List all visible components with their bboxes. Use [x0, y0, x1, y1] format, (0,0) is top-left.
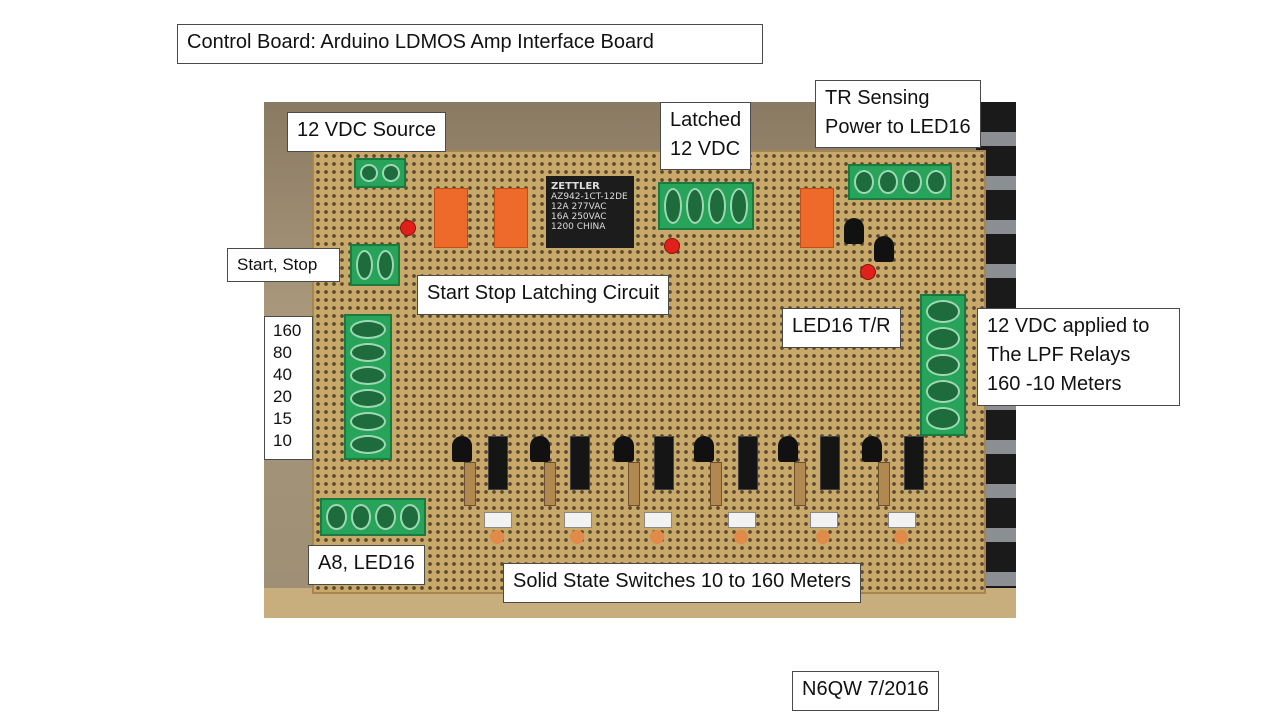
led-red	[860, 264, 876, 280]
band-label: 160	[273, 321, 302, 340]
circuit-board-photo: ZETTLER AZ942-1CT-12DE 12A 277VAC 16A 25…	[264, 102, 1016, 618]
label-latched-12vdc: Latched 12 VDC	[660, 102, 752, 170]
label-start-stop: Start, Stop	[227, 248, 340, 282]
relay-rating: 16A 250VAC	[551, 212, 607, 222]
slide-title: Control Board: Arduino LDMOS Amp Interfa…	[177, 24, 763, 64]
mosfet	[570, 436, 590, 490]
label-tr-sensing: TR Sensing Power to LED16	[815, 80, 981, 148]
credit-text: N6QW 7/2016	[802, 678, 929, 700]
label-led16-tr-text: LED16 T/R	[792, 315, 891, 337]
relay-orange	[494, 188, 528, 248]
transistor	[530, 436, 550, 462]
transistor	[862, 436, 882, 462]
trimmer-pot	[810, 512, 838, 528]
relay-origin: 1200 CHINA	[551, 222, 606, 232]
terminal-block-bands	[344, 314, 392, 460]
label-latched-line: Latched	[670, 109, 742, 131]
label-bands: 160 80 40 20 15 10	[264, 316, 313, 460]
label-latching-circuit: Start Stop Latching Circuit	[417, 275, 670, 315]
mosfet	[820, 436, 840, 490]
trimmer-pot	[644, 512, 672, 528]
mosfet	[738, 436, 758, 490]
transistor	[778, 436, 798, 462]
led-red	[400, 220, 416, 236]
relay-orange	[800, 188, 834, 248]
label-tr-sensing-line: TR Sensing	[825, 87, 930, 109]
trimmer-knob	[894, 530, 908, 544]
trimmer-pot	[728, 512, 756, 528]
trimmer-knob	[490, 530, 504, 544]
transistor	[874, 236, 894, 262]
trimmer-pot	[484, 512, 512, 528]
resistor	[878, 462, 890, 506]
trimmer-pot	[564, 512, 592, 528]
label-12vdc-source-text: 12 VDC Source	[297, 119, 436, 141]
transistor	[452, 436, 472, 462]
trimmer-knob	[734, 530, 748, 544]
terminal-block-latched	[658, 182, 754, 230]
terminal-block-tr-sensing	[848, 164, 952, 200]
label-solid-state-switches: Solid State Switches 10 to 160 Meters	[503, 563, 861, 603]
relay-rating: 12A 277VAC	[551, 202, 607, 212]
band-label: 40	[273, 365, 292, 384]
credit-label: N6QW 7/2016	[792, 671, 939, 711]
mosfet	[904, 436, 924, 490]
label-led16-tr: LED16 T/R	[782, 308, 901, 348]
terminal-block-start-stop	[350, 244, 400, 286]
trimmer-knob	[570, 530, 584, 544]
trimmer-knob	[650, 530, 664, 544]
label-latched-line: 12 VDC	[670, 138, 741, 160]
trimmer-pot	[888, 512, 916, 528]
mosfet	[488, 436, 508, 490]
transistor	[844, 218, 864, 244]
trimmer-knob	[816, 530, 830, 544]
band-label: 80	[273, 343, 292, 362]
transistor	[614, 436, 634, 462]
band-label: 20	[273, 387, 292, 406]
resistor	[628, 462, 640, 506]
relay-brand: ZETTLER	[551, 181, 600, 192]
label-12vdc-source: 12 VDC Source	[287, 112, 446, 152]
relay-orange	[434, 188, 468, 248]
terminal-block-a8-led16	[320, 498, 426, 536]
terminal-block-12vdc-source	[354, 158, 406, 188]
band-label: 15	[273, 409, 292, 428]
label-12vdc-applied-line: 160 -10 Meters	[987, 373, 1122, 395]
label-12vdc-applied-line: The LPF Relays	[987, 344, 1131, 366]
led-red	[664, 238, 680, 254]
label-a8-led16: A8, LED16	[308, 545, 425, 585]
label-tr-sensing-line: Power to LED16	[825, 116, 971, 138]
label-latching-circuit-text: Start Stop Latching Circuit	[427, 282, 660, 304]
zettler-relay: ZETTLER AZ942-1CT-12DE 12A 277VAC 16A 25…	[546, 176, 634, 248]
relay-model: AZ942-1CT-12DE	[551, 192, 628, 202]
label-12vdc-applied-line: 12 VDC applied to	[987, 315, 1150, 337]
resistor	[464, 462, 476, 506]
mosfet	[654, 436, 674, 490]
band-label: 10	[273, 431, 292, 450]
perfboard: ZETTLER AZ942-1CT-12DE 12A 277VAC 16A 25…	[312, 150, 986, 594]
slide-title-text: Control Board: Arduino LDMOS Amp Interfa…	[187, 31, 654, 53]
resistor	[794, 462, 806, 506]
transistor	[694, 436, 714, 462]
resistor	[544, 462, 556, 506]
label-start-stop-text: Start, Stop	[237, 255, 318, 274]
label-solid-state-switches-text: Solid State Switches 10 to 160 Meters	[513, 570, 851, 592]
terminal-block-lpf-relays	[920, 294, 966, 436]
resistor	[710, 462, 722, 506]
label-12vdc-applied: 12 VDC applied to The LPF Relays 160 -10…	[977, 308, 1180, 406]
label-a8-led16-text: A8, LED16	[318, 552, 415, 574]
